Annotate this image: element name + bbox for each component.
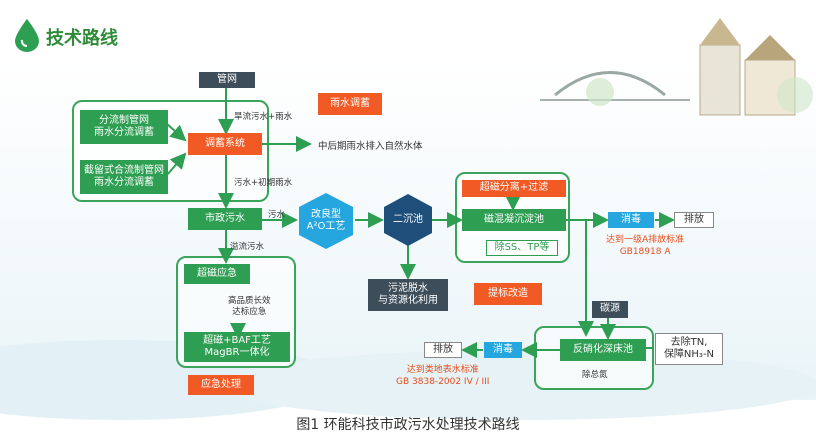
node-remove-tn: 去除TN, 保障NH₃-N [655, 333, 723, 365]
clarifier-hexagon [384, 194, 432, 246]
label-natural-water: 中后期雨水排入自然水体 [318, 141, 423, 152]
node-upgrade: 提标改造 [474, 283, 542, 305]
node-magnetic-coagulation: 磁混凝沉淀池 [462, 209, 566, 231]
node-secondary-clarifier: 二沉池 [393, 213, 423, 225]
node-disinfection-1: 消毒 [608, 212, 654, 228]
node-municipal-sewage: 市政污水 [188, 208, 262, 230]
node-remove-ss-tp: 除SS、TP等 [486, 240, 558, 256]
node-combined-sewer: 截留式合流制管网 雨水分流调蓄 [80, 160, 168, 194]
node-sludge-dewatering: 污泥脱水 与资源化利用 [368, 279, 448, 311]
a2o-hexagon [299, 193, 353, 249]
arrow-combined-to-storage [166, 152, 187, 176]
label-high-quality: 高品质长效 达标应急 [228, 296, 271, 318]
label-remove-total-n: 除总氮 [582, 370, 608, 380]
node-split-sewer: 分流制管网 雨水分流调蓄 [80, 110, 168, 144]
node-denitrification-filter: 反硝化深床池 [560, 339, 646, 361]
label-standard-2: 达到类地表水标准 GB 3838-2002 IV / III [396, 365, 490, 388]
node-pipe-network: 管网 [199, 72, 255, 88]
figure-caption: 图1 环能科技市政污水处理技术路线 [296, 417, 520, 433]
label-sewage: 污水 [268, 210, 286, 220]
denitrification-frame [534, 326, 654, 390]
node-rain-storage: 雨水调蓄 [318, 93, 382, 115]
label-dry-flow: 旱流污水+雨水 [234, 112, 293, 122]
label-overflow: 溢流污水 [230, 242, 265, 252]
node-a2o-process: 改良型 A²O工艺 [306, 208, 346, 233]
node-discharge-1: 排放 [674, 212, 714, 228]
node-discharge-2: 排放 [424, 342, 462, 358]
node-super-magnetic-emergency: 超磁应急 [184, 264, 250, 284]
node-carbon-source: 碳源 [592, 301, 628, 318]
water-drop-icon [15, 19, 39, 52]
section-title: 技术路线 [46, 28, 118, 49]
node-baf-magbr: 超磁+BAF工艺 MagBR一体化 [184, 332, 290, 362]
node-disinfection-2: 消毒 [484, 342, 522, 358]
node-emergency-treatment: 应急处理 [188, 375, 254, 395]
label-standard-1: 达到一级A排放标准 GB18918 A [606, 235, 685, 258]
label-sewage-first-rain: 污水+初期雨水 [234, 178, 293, 188]
node-storage-system: 调蓄系统 [188, 133, 262, 155]
arrow-split-to-storage [166, 123, 187, 142]
node-super-magnetic-filter: 超磁分离+过滤 [462, 180, 566, 197]
